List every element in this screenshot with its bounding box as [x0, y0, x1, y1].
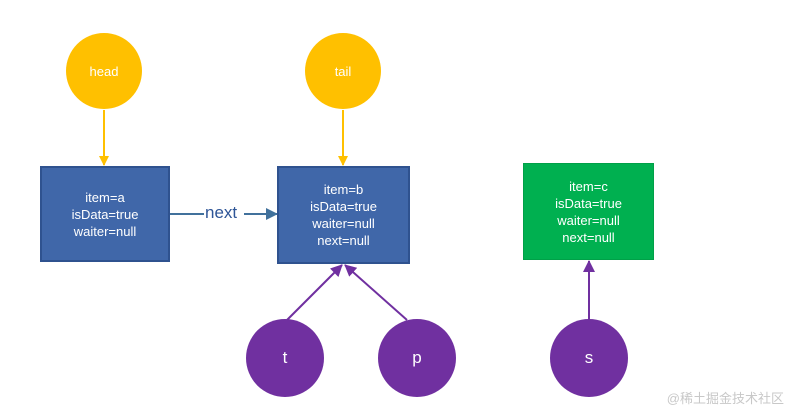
next-edge-label: next — [205, 203, 238, 222]
s-pointer-node: s — [550, 319, 628, 397]
tail-label: tail — [334, 63, 352, 79]
node-c-line-next: next=null — [562, 229, 615, 245]
node-b-line-waiter: waiter=null — [312, 216, 375, 231]
node-b-line-next: next=null — [317, 233, 370, 248]
p-label: p — [412, 348, 422, 367]
t-to-b-arrow — [286, 264, 343, 321]
node-b-line-item: item=b — [323, 182, 364, 197]
t-pointer-node: t — [246, 319, 324, 397]
node-a-line-isdata: isData=true — [71, 206, 139, 222]
head-pointer-node: head — [66, 33, 142, 109]
node-a-line-item: item=a — [85, 189, 125, 205]
node-b-line-isdata: isData=true — [310, 199, 377, 214]
p-pointer-node: p — [378, 319, 456, 397]
node-c-line-isdata: isData=true — [555, 195, 622, 211]
node-c-box: item=c isData=true waiter=null next=null — [523, 163, 654, 260]
s-label: s — [584, 348, 594, 367]
node-a-box: item=a isData=true waiter=null — [40, 166, 170, 262]
head-label: head — [89, 63, 119, 79]
node-c-line-item: item=c — [569, 178, 608, 194]
node-c-line-waiter: waiter=null — [557, 212, 620, 228]
tail-pointer-node: tail — [305, 33, 381, 109]
node-b-box: item=b isData=true waiter=null next=null — [277, 166, 410, 264]
t-label: t — [282, 348, 288, 367]
node-a-line-waiter: waiter=null — [73, 223, 137, 239]
p-to-b-arrow — [344, 264, 408, 321]
watermark-text: @稀土掘金技术社区 — [666, 391, 784, 406]
